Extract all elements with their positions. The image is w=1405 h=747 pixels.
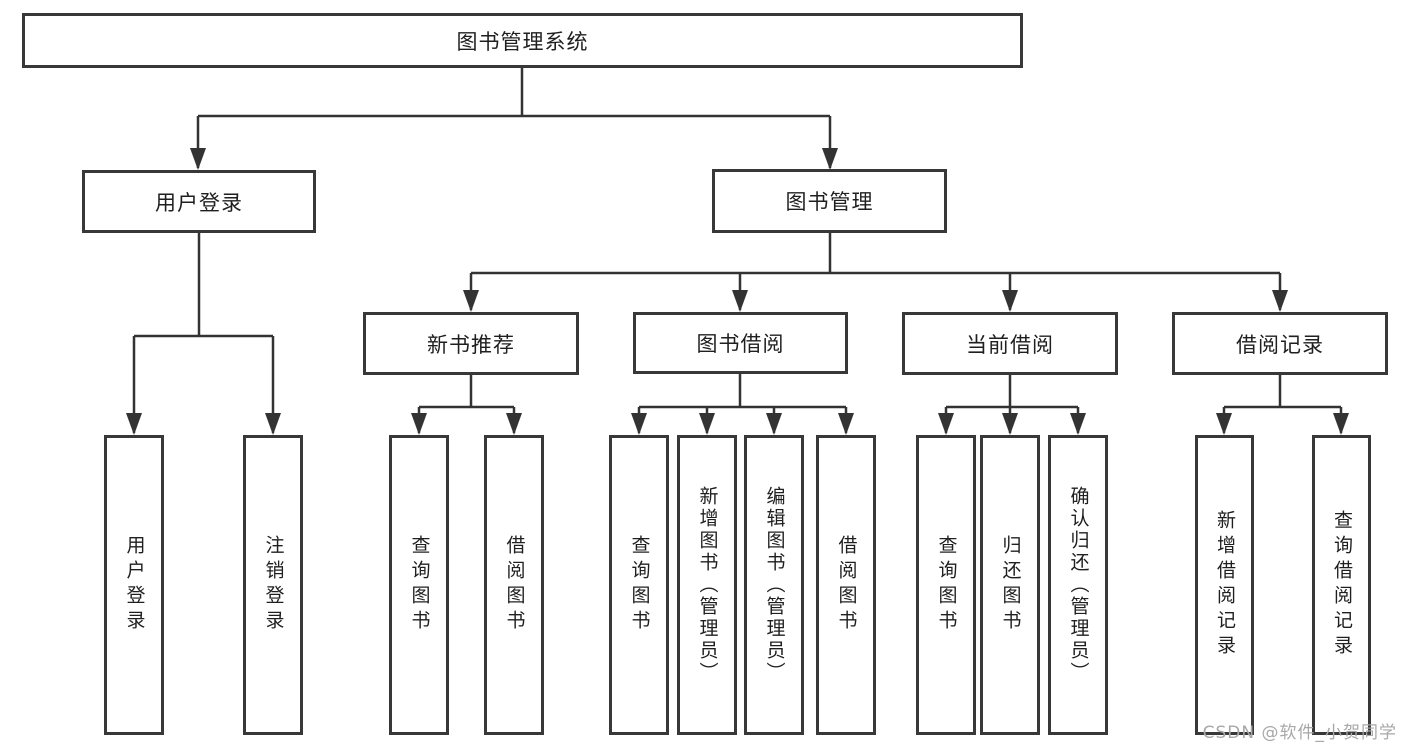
leaf-user-login-label: 用户登录: [123, 535, 146, 635]
leaf-query-borrow-record: 查询借阅记录: [1312, 435, 1371, 735]
leaf-borrow-books-borrowing: 借阅图书: [816, 435, 876, 735]
connector-book-borrowing-children: [631, 374, 854, 435]
connector-current-borrowing-children: [938, 375, 1086, 435]
node-new-book-recommend-label: 新书推荐: [427, 332, 515, 357]
node-root-label: 图书管理系统: [456, 29, 589, 54]
leaf-borrow-books-borrowing-label: 借阅图书: [835, 535, 858, 635]
connector-user-login-children: [126, 233, 281, 435]
leaf-add-books-admin-label: 新增图书（管理员）: [696, 486, 719, 684]
node-root: 图书管理系统: [22, 13, 1023, 68]
leaf-return-books: 归还图书: [980, 435, 1040, 735]
node-book-borrowing: 图书借阅: [633, 312, 848, 374]
leaf-query-books-borrowing-label: 查询图书: [628, 535, 651, 635]
node-user-login-label: 用户登录: [155, 190, 243, 215]
node-borrowing-records-label: 借阅记录: [1236, 332, 1324, 357]
leaf-user-login: 用户登录: [104, 435, 164, 735]
leaf-query-books-current: 查询图书: [916, 435, 976, 735]
leaf-query-books-current-label: 查询图书: [935, 535, 958, 635]
connector-borrowing-records-children: [1216, 375, 1349, 435]
leaf-add-borrow-record-label: 新增借阅记录: [1214, 510, 1236, 660]
leaf-confirm-return-admin: 确认归还（管理员）: [1048, 435, 1108, 735]
leaf-borrow-books-recommend: 借阅图书: [484, 435, 544, 735]
node-borrowing-records: 借阅记录: [1172, 312, 1388, 375]
leaf-add-borrow-record: 新增借阅记录: [1195, 435, 1254, 735]
leaf-query-books-recommend: 查询图书: [389, 435, 449, 735]
leaf-logout: 注销登录: [243, 435, 303, 735]
node-new-book-recommend: 新书推荐: [363, 312, 579, 375]
node-book-management: 图书管理: [712, 169, 947, 233]
leaf-edit-books-admin: 编辑图书（管理员）: [744, 435, 804, 735]
leaf-borrow-books-recommend-label: 借阅图书: [503, 535, 526, 635]
connector-root-to-level2: [190, 68, 838, 170]
node-current-borrowing-label: 当前借阅: [966, 332, 1054, 357]
leaf-query-borrow-record-label: 查询借阅记录: [1331, 510, 1353, 660]
watermark: CSDN @软件_小贺同学: [1202, 723, 1397, 743]
leaf-return-books-label: 归还图书: [999, 535, 1022, 635]
leaf-edit-books-admin-label: 编辑图书（管理员）: [763, 486, 786, 684]
leaf-confirm-return-admin-label: 确认归还（管理员）: [1067, 486, 1090, 684]
node-user-login: 用户登录: [82, 170, 316, 233]
leaf-add-books-admin: 新增图书（管理员）: [677, 435, 737, 735]
connector-book-management-children: [463, 233, 1288, 312]
node-book-management-label: 图书管理: [785, 190, 874, 214]
leaf-query-books-recommend-label: 查询图书: [408, 535, 431, 635]
leaf-logout-label: 注销登录: [262, 535, 285, 635]
node-current-borrowing: 当前借阅: [902, 312, 1118, 375]
node-book-borrowing-label: 图书借阅: [696, 332, 785, 356]
connector-new-book-recommend-children: [411, 375, 522, 435]
leaf-query-books-borrowing: 查询图书: [609, 435, 669, 735]
